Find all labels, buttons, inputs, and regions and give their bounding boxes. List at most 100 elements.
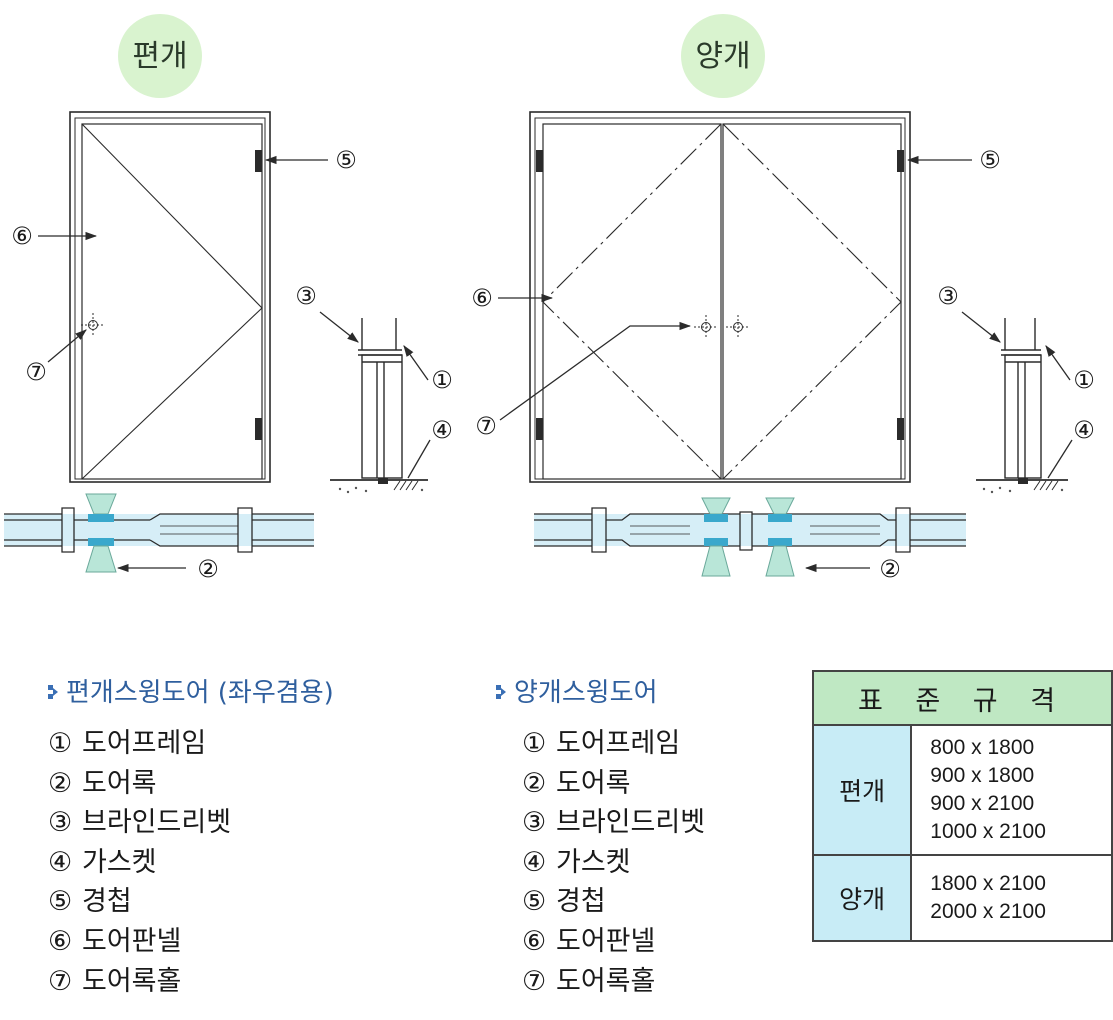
single-door-elevation: [69, 111, 271, 483]
item-label: 도어판넬: [82, 925, 182, 957]
callout-six-double: ⑥: [471, 284, 493, 312]
double-heading-text: 양개: [695, 39, 750, 74]
list-item: ③ 브라인드리벳: [48, 803, 231, 843]
single-lock-band-top: [88, 514, 114, 522]
spec-row-sizes: 800 x 1800 900 x 1800 900 x 2100 1000 x …: [910, 724, 1113, 856]
double-list-title: 양개스윙도어: [496, 672, 658, 709]
single-frame-section-detail: [330, 318, 428, 494]
item-label: 가스켓: [556, 846, 631, 878]
double-door-frame-inner: [534, 117, 906, 480]
double-heading-badge: [681, 14, 765, 98]
double-gasket-hatch: [1033, 480, 1059, 491]
single-list-title: 편개스윙도어 (좌우겸용): [48, 672, 334, 709]
single-door-panel: [81, 123, 263, 480]
single-door-frame-inner: [74, 117, 266, 480]
item-label: 도어록홀: [82, 965, 182, 997]
list-item: ③ 브라인드리벳: [522, 803, 705, 843]
item-number: ⑥: [522, 925, 547, 957]
callout-one-single: ①: [431, 366, 453, 394]
single-door-frame: [69, 111, 271, 483]
list-item: ② 도어록: [48, 764, 231, 804]
item-label: 경첩: [556, 886, 606, 918]
single-door-lock: [85, 493, 117, 573]
double-list-title-text: 양개스윙도어: [514, 678, 658, 708]
standard-spec-table: 표 준 규 격 편개 800 x 1800 900 x 1800 900 x 2…: [811, 670, 1113, 942]
item-label: 도어록: [82, 767, 157, 799]
single-list-bullet-icon: [48, 685, 58, 699]
double-list-bullet-icon: [496, 685, 506, 699]
single-lock-knob-bottom: [85, 545, 117, 573]
double-door-swing-left: [542, 123, 722, 480]
single-plan-section: [4, 493, 314, 573]
callout-four-single: ④: [431, 416, 453, 444]
single-door-hinge-bottom: [255, 418, 262, 440]
single-door-swing-line: [81, 123, 263, 480]
item-label: 경첩: [82, 886, 132, 918]
item-number: ①: [48, 728, 73, 759]
double-door-lock-left: [701, 497, 731, 577]
spec-table-title: 표 준 규 격: [812, 670, 1113, 726]
item-label: 도어록: [556, 767, 631, 799]
item-number: ⑦: [48, 965, 73, 997]
single-door-lock-hole: [81, 313, 105, 337]
spec-size: 900 x 2100: [930, 792, 1035, 815]
item-label: 브라인드리벳: [82, 807, 232, 839]
double-door-hinge-right-bottom: [897, 418, 904, 440]
single-heading-badge: [118, 14, 202, 98]
leader-lines: [38, 155, 1073, 573]
double-door-hinge-left-top: [536, 150, 543, 172]
spec-size: 2000 x 2100: [930, 900, 1046, 923]
double-door-hinge-right-top: [897, 150, 904, 172]
single-heading: 편개: [118, 14, 202, 98]
spec-row-type: 편개: [811, 724, 913, 856]
item-number: ①: [522, 728, 547, 759]
single-heading-text: 편개: [132, 39, 187, 74]
double-door-lock-right: [765, 497, 795, 577]
list-item: ⑦ 도어록홀: [48, 962, 231, 1002]
item-number: ③: [48, 807, 73, 839]
spec-row-sizes: 1800 x 2100 2000 x 2100: [910, 854, 1113, 942]
double-door-panel-right: [722, 123, 902, 480]
callout-six-single: ⑥: [11, 222, 33, 250]
door-diagram: 편개 양개: [4, 14, 1095, 583]
double-door-panel-left: [542, 123, 722, 480]
item-label: 브라인드리벳: [556, 807, 706, 839]
callout-two-single: ②: [197, 555, 219, 583]
double-floor-dots: [982, 486, 1064, 494]
single-lock-band-bottom: [88, 538, 114, 546]
double-heading: 양개: [681, 14, 765, 98]
item-number: ⑥: [48, 925, 73, 957]
table-row: 양개 1800 x 2100 2000 x 2100: [811, 854, 1113, 942]
item-number: ②: [48, 767, 73, 799]
double-door-lock-holes: [694, 315, 750, 339]
item-number: ③: [522, 807, 547, 839]
callout-seven-double: ⑦: [475, 412, 497, 440]
callout-five-single: ⑤: [335, 146, 357, 174]
list-item: ⑤ 경첩: [48, 882, 231, 922]
item-number: ⑤: [522, 886, 547, 918]
double-door-swing-right: [722, 123, 902, 480]
callout-two-double: ②: [879, 555, 901, 583]
double-frame-section-detail: [976, 318, 1068, 494]
spec-size: 900 x 1800: [930, 764, 1035, 787]
single-floor-dots: [338, 486, 424, 494]
item-number: ⑤: [48, 886, 73, 918]
single-door-hinge-top: [255, 150, 262, 172]
spec-size: 1800 x 2100: [930, 872, 1046, 895]
callout-four-double: ④: [1073, 416, 1095, 444]
list-item: ⑤ 경첩: [522, 882, 705, 922]
callouts: ⑤ ⑥ ⑦ ③ ① ④ ② ⑤ ⑥ ⑦ ③ ① ④ ②: [11, 146, 1095, 583]
single-lock-knob-top: [85, 493, 117, 515]
callout-seven-single: ⑦: [25, 358, 47, 386]
item-number: ④: [48, 846, 73, 878]
callout-five-double: ⑤: [979, 146, 1001, 174]
